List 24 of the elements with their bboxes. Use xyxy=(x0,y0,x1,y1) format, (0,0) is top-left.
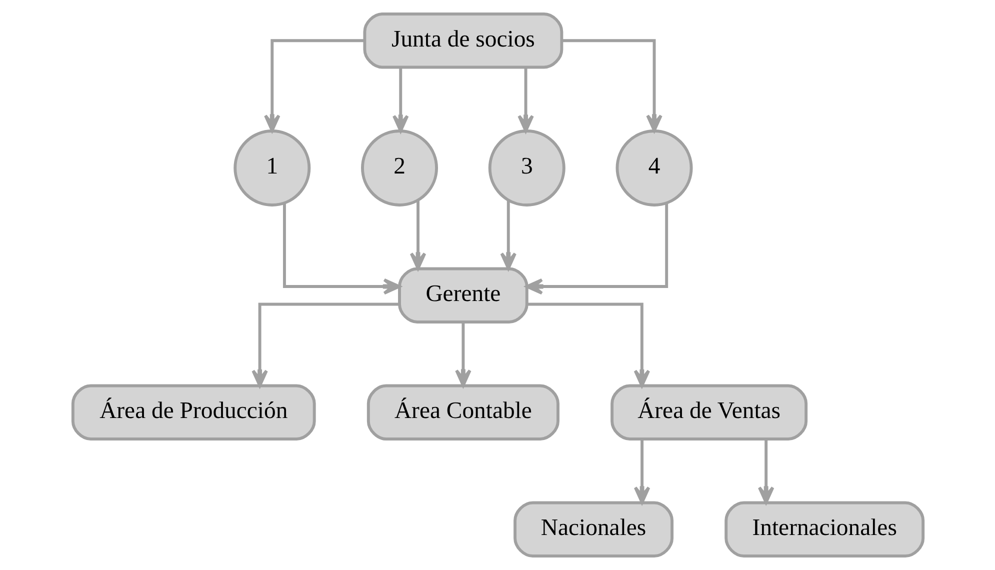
node-box: Internacionales xyxy=(724,501,924,558)
arrow xyxy=(500,200,516,270)
node-box: Área de Ventas xyxy=(610,384,808,441)
arrow xyxy=(263,39,364,132)
arrow xyxy=(517,68,534,132)
arrow xyxy=(757,440,774,504)
arrow xyxy=(525,204,668,295)
node-box: Área de Producción xyxy=(70,384,316,441)
node-circle: 2 xyxy=(360,129,438,206)
arrow xyxy=(633,440,650,504)
arrow xyxy=(392,68,408,132)
node-box: Área Contable xyxy=(366,384,559,441)
node-circle: 4 xyxy=(615,129,692,206)
node-circle: 3 xyxy=(488,129,565,206)
arrow xyxy=(409,200,426,270)
arrow xyxy=(562,39,662,132)
node-box: Gerente xyxy=(398,267,528,324)
arrow xyxy=(454,322,471,387)
arrow xyxy=(526,302,650,388)
node-circle: 1 xyxy=(233,129,310,206)
arrow xyxy=(282,204,400,295)
node-box: Junta de socios xyxy=(362,12,563,69)
arrow xyxy=(251,302,399,388)
node-box: Nacionales xyxy=(513,501,673,558)
